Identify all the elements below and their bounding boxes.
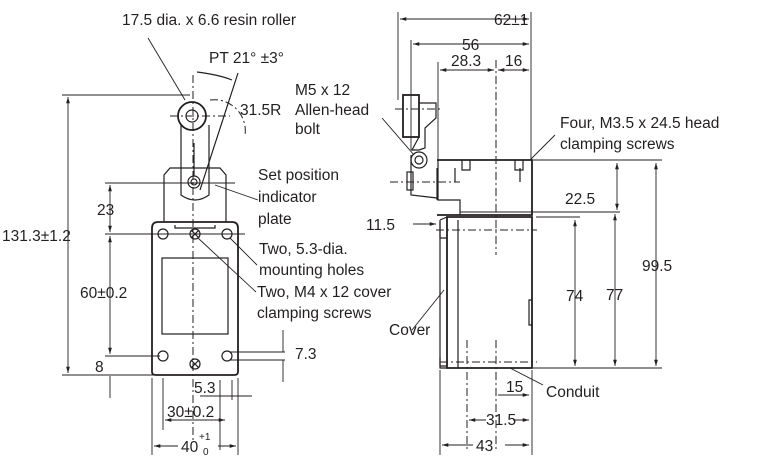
dim-62: 62±1 <box>494 12 528 29</box>
head-screws-label-line2: clamping screws <box>560 136 675 153</box>
set-position-label-line3: plate <box>258 211 292 228</box>
dim-43: 43 <box>476 438 493 455</box>
dim-30: 30±0.2 <box>167 404 214 421</box>
conduit-label: Conduit <box>546 384 600 401</box>
leader-mounting-holes <box>229 237 258 266</box>
bolt-label-line3: bolt <box>295 121 321 138</box>
centerline <box>390 60 537 450</box>
cover-screw-icon <box>189 358 201 370</box>
extension-line <box>62 94 190 376</box>
dim-28-3: 28.3 <box>451 53 481 70</box>
switch-body-side <box>437 159 533 369</box>
leader-cover <box>411 289 445 331</box>
leader-head-screws <box>529 134 556 161</box>
dim-line-7-3 <box>230 330 285 382</box>
roller-lever-side <box>402 94 438 200</box>
dim-99-5: 99.5 <box>642 258 672 275</box>
dim-23: 23 <box>97 202 114 219</box>
cover-screws-label-line1: Two, M4 x 12 cover <box>257 284 391 301</box>
switch-body-front <box>151 167 239 376</box>
cover-label: Cover <box>389 322 430 339</box>
dim-16: 16 <box>505 53 522 70</box>
mounting-hole <box>221 350 233 362</box>
bolt-label-line2: Allen-head <box>295 102 369 119</box>
dim-56: 56 <box>462 37 479 54</box>
set-position-label-line2: indicator <box>258 189 317 206</box>
roller-lever <box>170 71 246 440</box>
radius-label: 31.5R <box>240 102 281 119</box>
dim-60: 60±0.2 <box>80 285 127 302</box>
indicator-window <box>161 257 229 335</box>
leader-conduit <box>509 367 544 386</box>
dim-74: 74 <box>566 288 584 305</box>
leader-bolt <box>381 117 415 156</box>
dim-40-tol-lower: 0 <box>203 447 209 458</box>
dim-8: 8 <box>95 359 104 376</box>
extension-line <box>105 182 245 235</box>
roller-label: 17.5 dia. x 6.6 resin roller <box>122 12 296 29</box>
dim-77: 77 <box>606 287 623 304</box>
side-view: 62±1 56 28.3 16 M5 x 12 Allen-head bolt … <box>295 12 719 455</box>
cover-screws-label-line2: clamping screws <box>257 305 372 322</box>
dim-overall-height: 131.3±1.2 <box>2 228 71 245</box>
dim-40-tol-upper: +1 <box>199 432 211 443</box>
extension-line <box>397 12 532 160</box>
dim-11-5: 11.5 <box>366 217 395 234</box>
pt-label: PT 21° ±3° <box>209 50 284 67</box>
leader-set-position <box>214 184 259 201</box>
extension-line <box>151 378 239 455</box>
dim-22-5: 22.5 <box>565 191 595 208</box>
leader-roller <box>147 37 186 101</box>
front-view: 17.5 dia. x 6.6 resin roller PT 21° ±3° … <box>2 12 391 458</box>
set-position-label-line1: Set position <box>258 167 339 184</box>
dim-15: 15 <box>506 379 523 396</box>
dim-40: 40 <box>181 439 199 456</box>
dim-5-3: 5.3 <box>194 380 216 397</box>
mounting-holes-label-line1: Two, 5.3-dia. <box>259 241 348 258</box>
dim-31-5: 31.5 <box>486 412 516 429</box>
bolt-label-line1: M5 x 12 <box>295 82 350 99</box>
extension-line <box>460 159 662 369</box>
leader-cover-screws <box>197 237 257 293</box>
head-screws-label-line1: Four, M3.5 x 24.5 head <box>560 115 719 132</box>
dim-7-3: 7.3 <box>295 346 317 363</box>
extension-line <box>105 355 160 398</box>
mounting-holes-label-line2: mounting holes <box>259 262 364 279</box>
